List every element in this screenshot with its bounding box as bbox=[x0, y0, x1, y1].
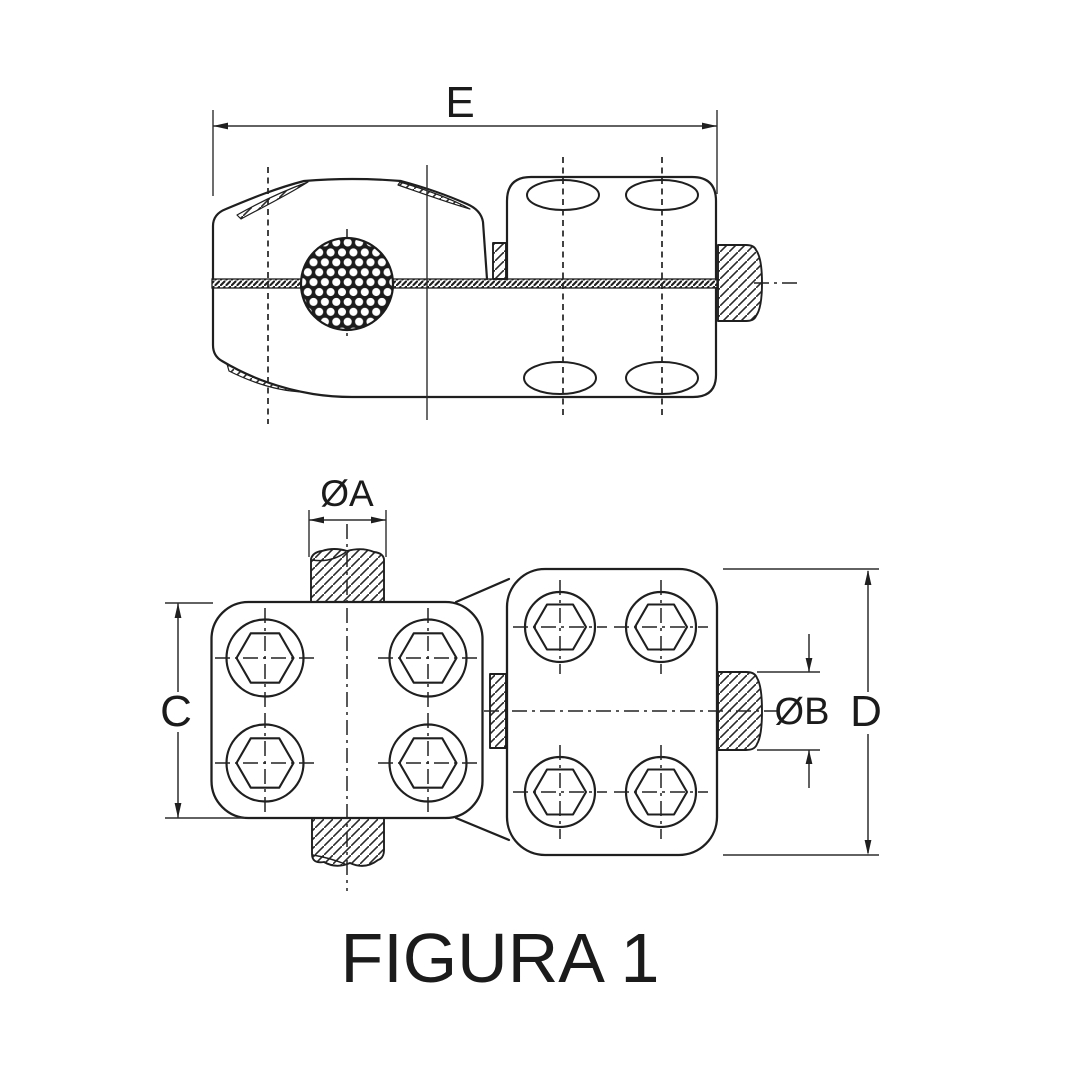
right-clamp-block bbox=[505, 567, 719, 857]
spacer-section bbox=[492, 242, 507, 280]
dim-label-C: C bbox=[160, 687, 192, 736]
dim-label-OA: ØA bbox=[320, 473, 374, 514]
dimension-OA: ØA bbox=[308, 473, 387, 557]
dim-label-E: E bbox=[445, 78, 474, 127]
conductor-strand-arc-top bbox=[311, 551, 347, 562]
upper-right-chamfer-facet bbox=[397, 181, 471, 210]
upper-left-chamfer-facet bbox=[236, 181, 309, 220]
upper-left-cap bbox=[211, 177, 489, 281]
dimension-OB: ØB bbox=[757, 634, 829, 788]
upper-right-cap bbox=[505, 175, 718, 281]
dim-label-D: D bbox=[850, 687, 882, 736]
conductor-cross-section bbox=[299, 229, 395, 339]
clamp-split-line bbox=[211, 278, 718, 289]
dimension-D: D bbox=[723, 568, 882, 856]
conductor-top-stub bbox=[310, 548, 385, 603]
lower-left-chamfer-facet bbox=[226, 363, 304, 393]
front-view: ØA C ØB bbox=[160, 473, 882, 891]
bolt-recess-top-left bbox=[526, 179, 600, 211]
figure-caption: FIGURA 1 bbox=[341, 919, 660, 997]
transition-bottom-edge bbox=[454, 816, 511, 842]
bolt-recess-bottom-left bbox=[523, 361, 597, 395]
transition-top-edge bbox=[454, 577, 511, 604]
dim-label-OB: ØB bbox=[775, 691, 830, 733]
bolt-recess-top-right bbox=[625, 179, 699, 211]
side-view: E bbox=[211, 78, 801, 424]
conductor-strand-arc-bottom bbox=[312, 854, 346, 865]
dimension-E: E bbox=[212, 78, 718, 196]
lower-clamp-body bbox=[211, 286, 718, 399]
conductor-bottom-stub bbox=[311, 817, 385, 867]
dimension-C: C bbox=[160, 602, 245, 819]
